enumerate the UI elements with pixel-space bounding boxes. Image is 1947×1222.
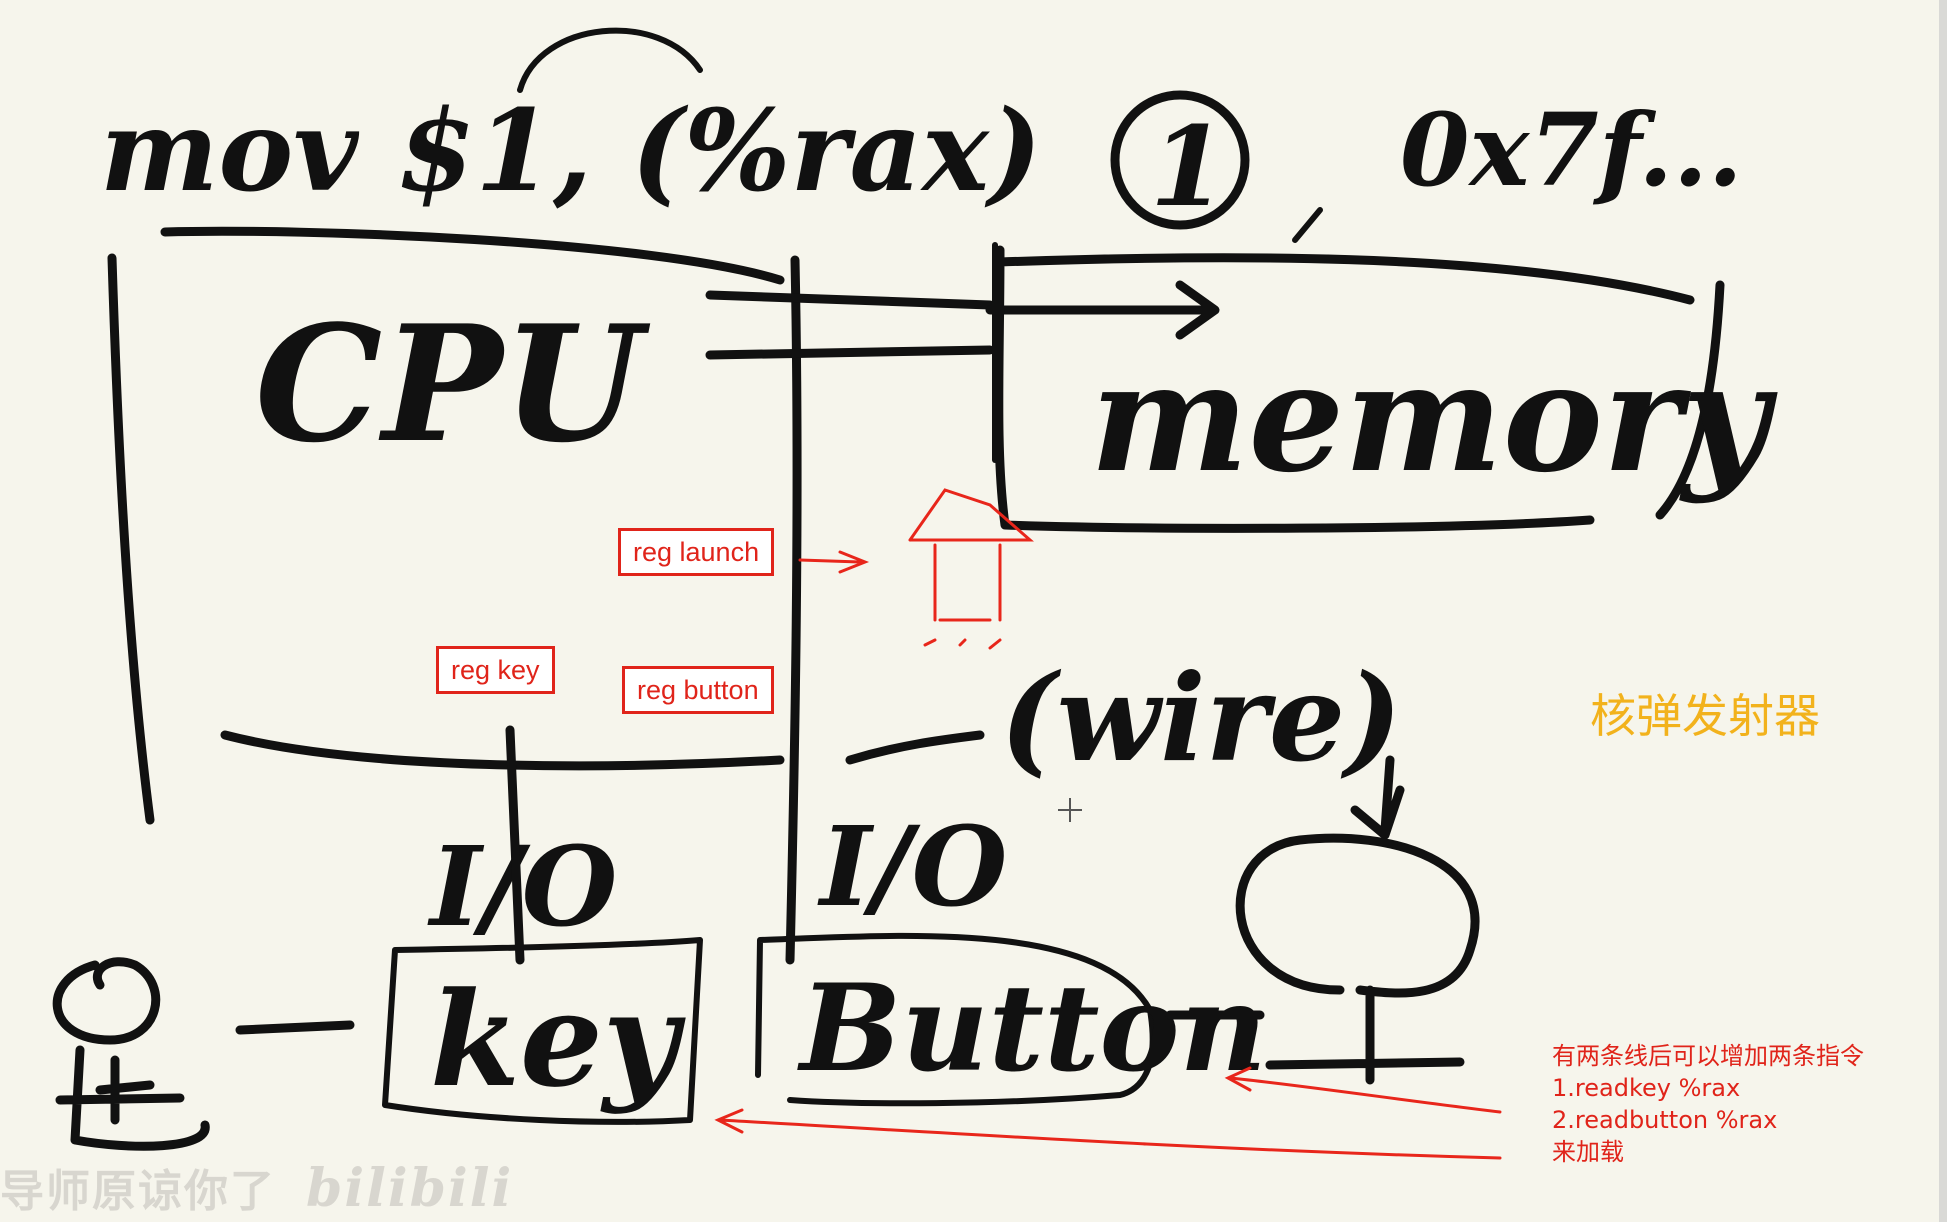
bus-bottom-stub: [845, 730, 985, 765]
launch-silo: [908, 488, 1034, 650]
watermark-text: 导师原谅你了: [0, 1166, 276, 1217]
memory-box: [994, 245, 1725, 533]
wire-label: (wire): [1000, 648, 1402, 789]
note-line-1: 有两条线后可以增加两条指令: [1552, 1042, 1864, 1070]
reg-launch-label: reg launch: [618, 528, 775, 576]
note-line-4: 来加载: [1552, 1138, 1624, 1166]
handwritten-instruction: mov $1, (%rax): [100, 86, 1042, 217]
memory-address: 0x7f...: [1400, 91, 1743, 209]
diagram-title: 核弹发射器: [1590, 689, 1820, 743]
video-watermark: 导师原谅你了 bilibili: [0, 1155, 513, 1219]
arrow-to-memory: [985, 280, 1220, 340]
bus-vertical: [785, 255, 802, 965]
red-arrow-key: [714, 1108, 1502, 1160]
key-link-line: [235, 1020, 355, 1035]
memory-label: memory: [1090, 330, 1778, 506]
button-label: Button: [797, 958, 1267, 1099]
red-arrow-button: [1224, 1066, 1502, 1114]
cursor-crosshair: [1058, 798, 1082, 822]
bus-line-2: [705, 345, 995, 360]
cpu-box-left: [107, 253, 155, 825]
watermark-brand: bilibili: [306, 1158, 514, 1219]
io-label-button: I/O: [817, 802, 1007, 931]
value-circle: [1110, 90, 1250, 230]
instruction-note: 有两条线后可以增加两条指令 1.readkey %rax 2.readbutto…: [1552, 1040, 1864, 1168]
comma-stroke: [1292, 207, 1323, 243]
bomb-doodle: [1235, 833, 1480, 1085]
person-doodle: [52, 957, 210, 1151]
key-label: key: [430, 963, 686, 1116]
button-box: [755, 932, 1156, 1107]
note-line-2: 1.readkey %rax: [1552, 1074, 1741, 1102]
cpu-box-bottom: [220, 730, 785, 771]
cpu-box-top: [160, 226, 785, 285]
bus-line-1: [705, 290, 995, 310]
window-edge-bar: [1939, 0, 1947, 1222]
red-arrow-launch: [798, 550, 870, 574]
reg-button-label: reg button: [622, 666, 774, 714]
swirl-arc: [517, 27, 703, 93]
reg-key-label: reg key: [436, 646, 555, 694]
cpu-label: CPU: [255, 290, 651, 478]
wire-down-arrow: [1350, 755, 1405, 840]
circled-value: 1: [1150, 102, 1227, 231]
key-box: [382, 937, 703, 1125]
key-bus-line: [505, 725, 525, 965]
note-line-3: 2.readbutton %rax: [1552, 1106, 1778, 1134]
